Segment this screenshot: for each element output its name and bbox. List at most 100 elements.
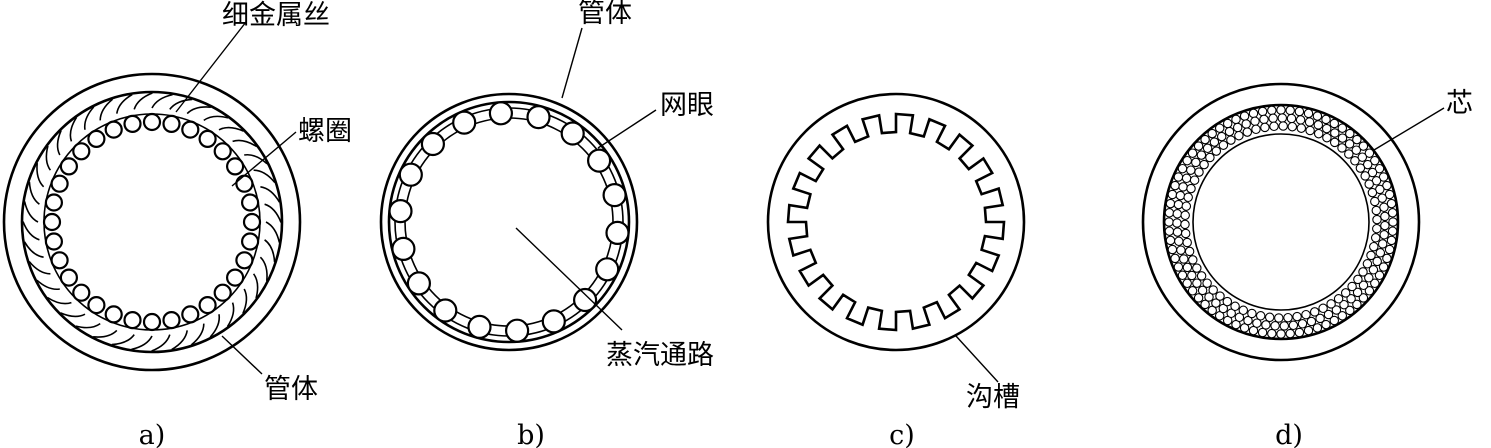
coil-ball [181,305,200,324]
core-particle [1230,301,1240,312]
core-particle [1257,106,1268,117]
panel-d-caption: d) [1275,420,1303,448]
fine-wire-stroke [93,329,118,338]
core-particle [1301,309,1311,320]
core-particle [1172,227,1183,237]
core-particle [1187,270,1197,281]
core-particle [1200,299,1210,310]
coil-ball [72,283,91,302]
core-particle [1276,105,1286,115]
core-particle [1295,115,1306,125]
core-particle [1355,163,1366,173]
core-particle [1374,270,1385,281]
panel-d-porous-core [1164,105,1398,339]
core-particle [1164,217,1174,227]
panel-b-mesh-balls [388,101,630,343]
core-particle [1276,329,1286,339]
core-particle [1370,155,1380,166]
mesh-ball [541,309,566,334]
core-particle [1367,187,1378,198]
core-particle [1386,235,1397,246]
fine-wire-stroke [45,145,52,171]
core-particle [1279,321,1290,331]
core-particle [1333,294,1344,304]
fine-wire-stroke [209,314,221,338]
core-particle [1364,148,1375,158]
core-particle [1372,256,1382,267]
fine-wire-stroke [23,201,39,223]
coil-ball [59,157,79,176]
coil-ball [162,114,181,134]
mesh-ball [391,236,416,261]
core-particle [1337,123,1348,133]
fine-wire-stroke [75,322,101,329]
core-particle [1352,287,1363,298]
panel-c-tube-outer [766,92,1026,352]
panel-a-tube-leader [221,335,263,375]
core-particle [1209,137,1220,147]
core-particle [1345,305,1355,316]
mesh-ball [595,257,620,282]
core-particle [1388,217,1398,227]
coil-ball [235,174,254,193]
core-particle [1370,278,1380,289]
coil-ball [123,311,142,330]
mesh-ball [388,199,413,224]
core-particle [1288,320,1299,331]
core-particle [1215,291,1225,301]
core-particle [1224,126,1235,137]
fine-wire-stroke [203,115,229,122]
core-particle [1170,180,1180,191]
core-particle [1370,196,1380,207]
core-particle [1283,312,1293,323]
core-particle [1182,278,1192,289]
fine-wire-stroke [69,116,78,142]
fine-wire-stroke [23,241,44,258]
core-particle [1207,128,1217,139]
core-particle [1372,214,1382,225]
panel-d-tube-inner [1162,103,1400,341]
panel-d-core-label: 芯 [1446,88,1473,119]
core-particle [1204,292,1214,302]
mesh-ball [602,183,627,208]
core-particle [1164,208,1175,218]
core-particle [1268,113,1278,124]
core-particle [1384,189,1395,200]
core-particle [1214,311,1225,321]
panel-b: 管体 网眼 蒸汽通路 b) [379,0,714,448]
fine-wire-stroke [218,126,244,132]
core-particle [1200,134,1210,145]
core-particle [1187,286,1198,296]
coil-ball [162,311,181,330]
core-particle [1259,114,1269,125]
core-particle [1164,226,1175,236]
core-particle [1234,130,1244,141]
mesh-ball [452,110,477,135]
coil-ball [241,232,260,251]
fine-wire-stroke [242,288,248,314]
core-particle [1346,294,1356,304]
core-particle [1222,118,1233,129]
coil-ball [87,129,106,148]
core-particle [1196,271,1207,281]
core-particle [1232,122,1243,133]
core-particle [1167,189,1178,200]
core-particle [1322,132,1332,143]
core-particle [1304,117,1315,127]
core-particle [1321,123,1332,134]
core-particle [1287,121,1298,132]
core-particle [1379,202,1389,213]
fine-wire-stroke [46,296,72,305]
core-particle [1208,285,1218,295]
core-particle [1199,159,1209,170]
core-particle [1173,262,1184,272]
core-particle [1294,106,1305,117]
panel-c-caption: c) [889,420,915,448]
core-particle [1231,114,1241,125]
core-particle [1267,328,1277,339]
fine-wire-stroke [252,273,259,299]
core-particle [1326,299,1336,309]
core-particle [1369,241,1379,252]
core-particle [1278,121,1288,131]
